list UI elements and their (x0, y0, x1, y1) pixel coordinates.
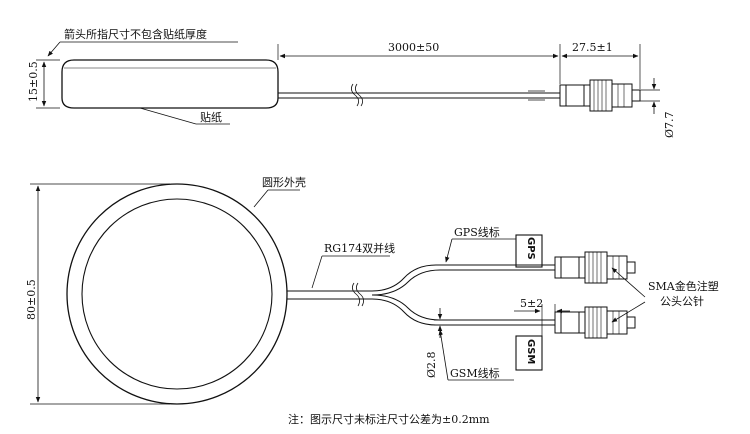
gsm-tag-text: GSM (525, 339, 536, 365)
antenna-body-side (61, 59, 279, 109)
sticker-label: 贴纸 (200, 111, 222, 124)
gsm-cable (371, 294, 555, 321)
connector-diameter-dimension: Ø7.7 (663, 111, 676, 138)
round-housing-inner (81, 198, 273, 390)
gsm-sma-connector (554, 306, 636, 339)
gsm-marker-label: GSM线标 (450, 367, 500, 380)
top-sma-connector (559, 79, 641, 112)
gps-tag (515, 234, 543, 268)
tolerance-footnote: 注：图示尺寸未标注尺寸公差为±0.2mm (288, 413, 490, 426)
gps-marker-label: GPS线标 (454, 226, 500, 239)
marker-offset-dimension: 5±2 (520, 297, 544, 310)
housing-label: 圆形外壳 (262, 176, 306, 189)
height-dimension: 15±0.5 (27, 61, 40, 102)
gps-cable (371, 264, 555, 292)
gsm-tag (515, 335, 543, 371)
connector-label-line1: SMA金色注塑 (648, 280, 719, 293)
cable-length-dimension: 3000±50 (388, 41, 440, 54)
gps-sma-connector (554, 251, 636, 284)
connector-label-line2: 公头公针 (660, 295, 704, 308)
housing-diameter-dimension: 80±0.5 (25, 279, 38, 320)
round-housing-outer (66, 183, 288, 405)
arrow-note: 箭头所指尺寸不包含贴纸厚度 (64, 28, 207, 41)
cable-label: RG174双并线 (324, 242, 396, 255)
connector-length-dimension: 27.5±1 (572, 41, 613, 54)
gps-tag-text: GPS (525, 237, 536, 260)
marker-diameter-dimension: Ø2.8 (425, 351, 438, 378)
